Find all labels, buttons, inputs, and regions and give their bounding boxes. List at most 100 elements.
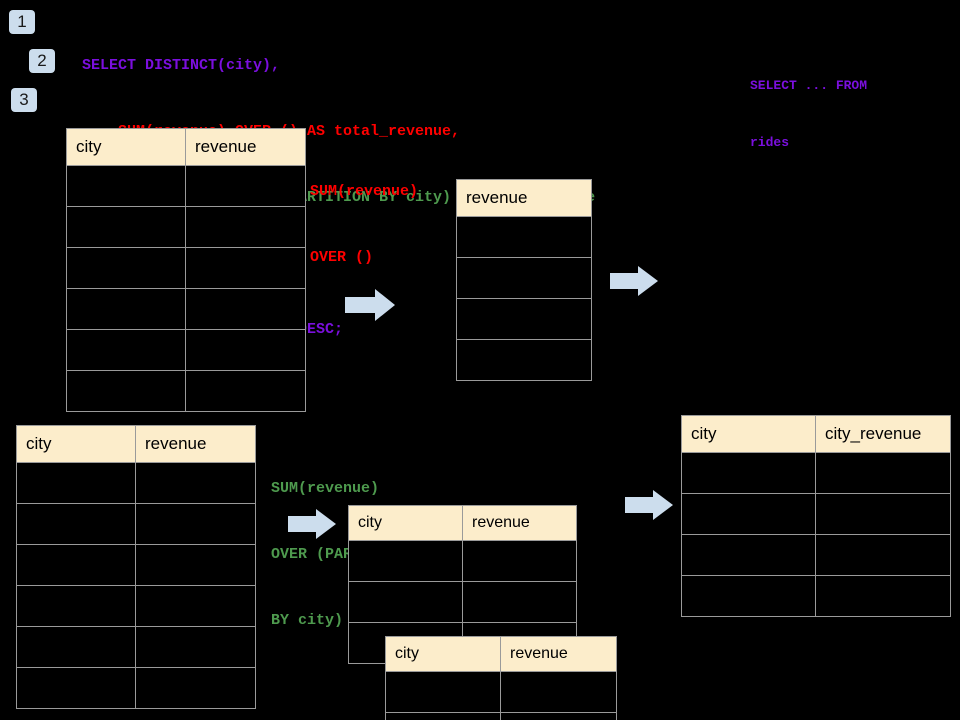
column-header-city: city <box>348 505 463 541</box>
table-row <box>66 247 306 289</box>
arrow-total-revenue-to-result <box>610 266 658 296</box>
cell-city <box>66 329 186 371</box>
annotation-sum-over-partition-line-1: SUM(revenue) <box>271 480 380 497</box>
annotation-sum-over-empty-line-2: OVER () <box>310 249 374 266</box>
cell-revenue <box>185 329 306 371</box>
cell-city <box>681 534 816 576</box>
cell-city <box>16 626 136 668</box>
table-row <box>456 216 592 258</box>
column-header-revenue: revenue <box>185 128 306 166</box>
arrow-rides-to-partition <box>288 509 336 539</box>
cell-revenue <box>135 462 256 504</box>
table-row <box>385 712 617 720</box>
table-row <box>456 339 592 381</box>
arrow-rides-to-total-revenue <box>345 289 395 321</box>
rides-source-table-top: city revenue <box>66 128 306 412</box>
final-result-table: city city_revenue <box>681 415 951 617</box>
cell-city <box>16 503 136 545</box>
step-badge-3-label: 3 <box>19 90 29 109</box>
side-note-line-1: SELECT ... FROM <box>750 78 868 93</box>
cell-city <box>348 540 463 582</box>
table-row <box>385 671 617 713</box>
cell-city <box>66 206 186 248</box>
cell-city <box>385 712 501 720</box>
cell-revenue <box>456 216 592 258</box>
table-row <box>16 503 256 545</box>
annotation-sum-over-empty-line-1: SUM(revenue) <box>310 183 419 200</box>
table-row <box>16 667 256 709</box>
table-row <box>66 370 306 412</box>
step-badge-3: 3 <box>11 88 37 112</box>
cell-revenue <box>456 257 592 299</box>
cell-city-revenue <box>815 452 951 494</box>
annotation-sum-over-empty: SUM(revenue) OVER () <box>310 137 418 313</box>
table-row <box>456 257 592 299</box>
column-header-city: city <box>681 415 816 453</box>
table-header-row: city revenue <box>16 425 256 463</box>
table-row <box>66 165 306 207</box>
table-row <box>681 534 951 576</box>
table-row <box>681 493 951 535</box>
cell-city <box>681 452 816 494</box>
column-header-city: city <box>16 425 136 463</box>
column-header-city: city <box>385 636 501 672</box>
table-row <box>16 462 256 504</box>
step-badge-1: 1 <box>9 10 35 34</box>
column-header-revenue: revenue <box>135 425 256 463</box>
cell-revenue <box>135 585 256 627</box>
table-row <box>456 298 592 340</box>
cell-city <box>16 462 136 504</box>
cell-city <box>16 585 136 627</box>
table-header-row: city revenue <box>385 636 617 672</box>
annotation-sum-over-partition-line-3: BY city) <box>271 612 344 629</box>
cell-revenue <box>185 370 306 412</box>
cell-city <box>66 165 186 207</box>
side-note-select-from-rides: SELECT ... FROM rides <box>750 38 867 190</box>
cell-city-revenue <box>815 575 951 617</box>
table-row <box>16 585 256 627</box>
step-badge-1-label: 1 <box>17 12 27 31</box>
side-note-line-2: rides <box>750 135 790 150</box>
cell-revenue <box>135 667 256 709</box>
table-row <box>66 206 306 248</box>
cell-city <box>16 667 136 709</box>
rides-source-table-bottom: city revenue <box>16 425 256 709</box>
table-row <box>66 288 306 330</box>
cell-revenue <box>135 544 256 586</box>
step-badge-2: 2 <box>29 49 55 73</box>
cell-city-revenue <box>815 534 951 576</box>
cell-revenue <box>185 247 306 289</box>
table-row <box>348 540 577 582</box>
table-header-row: revenue <box>456 179 592 217</box>
cell-revenue <box>135 626 256 668</box>
arrow-partition-to-result <box>625 490 673 520</box>
cell-city <box>16 544 136 586</box>
cell-city-revenue <box>815 493 951 535</box>
column-header-city: city <box>66 128 186 166</box>
table-header-row: city city_revenue <box>681 415 951 453</box>
cell-revenue <box>456 339 592 381</box>
column-header-city-revenue: city_revenue <box>815 415 951 453</box>
cell-city <box>385 671 501 713</box>
total-revenue-table: revenue <box>456 179 592 381</box>
cell-city <box>66 247 186 289</box>
table-header-row: city revenue <box>66 128 306 166</box>
cell-revenue <box>462 581 577 623</box>
table-row <box>16 544 256 586</box>
partition-group-table-front: city revenue <box>385 636 617 720</box>
column-header-revenue: revenue <box>456 179 592 217</box>
cell-revenue <box>500 712 617 720</box>
cell-city <box>681 575 816 617</box>
cell-revenue <box>185 288 306 330</box>
cell-city <box>681 493 816 535</box>
cell-revenue <box>185 206 306 248</box>
cell-city <box>66 288 186 330</box>
column-header-revenue: revenue <box>462 505 577 541</box>
column-header-revenue: revenue <box>500 636 617 672</box>
cell-revenue <box>462 540 577 582</box>
table-row <box>348 581 577 623</box>
cell-city <box>66 370 186 412</box>
cell-revenue <box>500 671 617 713</box>
sql-line-select: SELECT DISTINCT(city), <box>82 57 281 74</box>
table-header-row: city revenue <box>348 505 577 541</box>
